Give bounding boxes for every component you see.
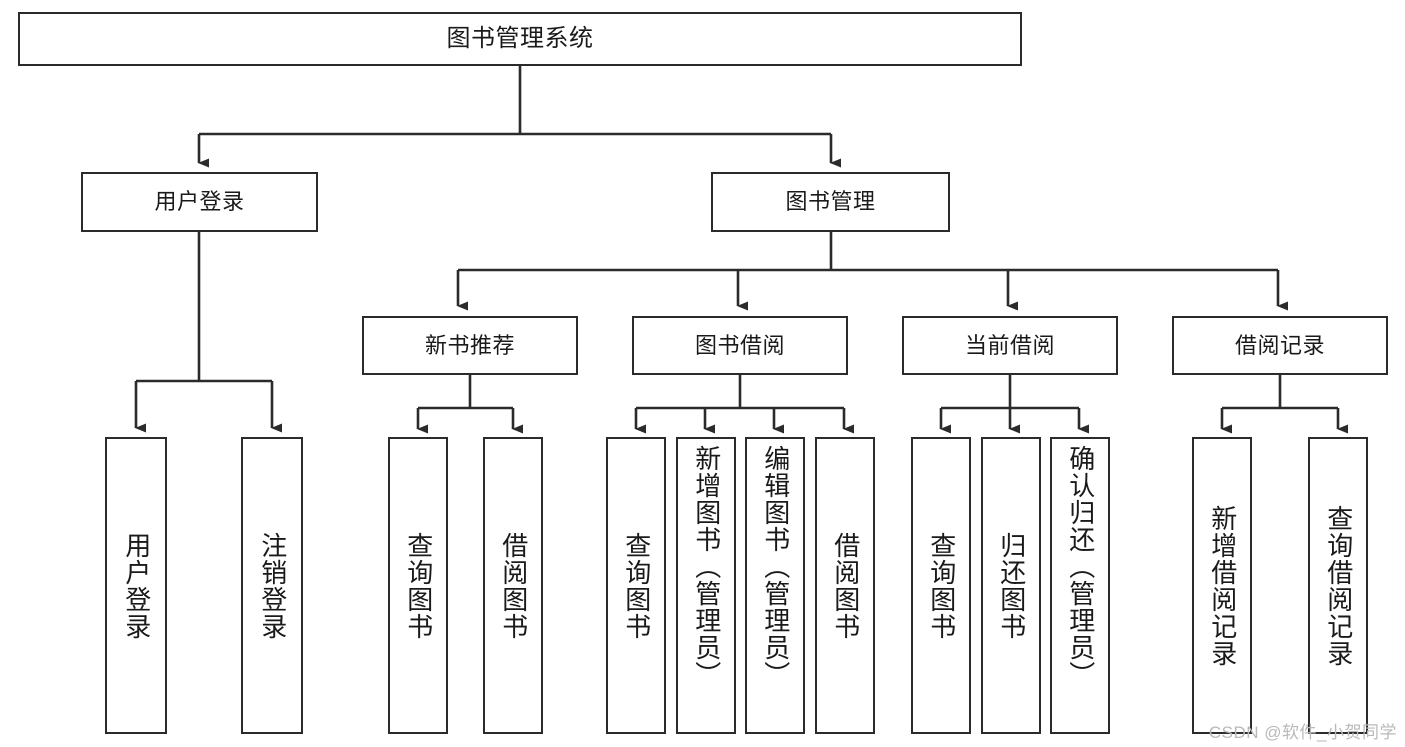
leaf-query-book-current[interactable]: 查询图书 bbox=[911, 437, 971, 734]
leaf-add-book-admin[interactable]: 新增图书（管理员） bbox=[676, 437, 736, 734]
node-label: 查询借阅记录 bbox=[1323, 504, 1354, 667]
node-label: 查询图书 bbox=[926, 531, 957, 640]
leaf-user-login[interactable]: 用户登录 bbox=[105, 437, 167, 734]
node-label: 注销登录 bbox=[257, 531, 288, 640]
node-label: 新增图书（管理员） bbox=[691, 445, 722, 688]
node-user-login[interactable]: 用户登录 bbox=[81, 172, 318, 232]
leaf-return-book[interactable]: 归还图书 bbox=[981, 437, 1041, 734]
leaf-query-borrow-record[interactable]: 查询借阅记录 bbox=[1308, 437, 1368, 734]
node-label: 查询图书 bbox=[403, 531, 434, 640]
node-label: 归还图书 bbox=[996, 531, 1027, 640]
leaf-query-book-borrow[interactable]: 查询图书 bbox=[606, 437, 666, 734]
node-label: 借阅图书 bbox=[830, 531, 861, 640]
csdn-watermark: CSDN @软件_小贺同学 bbox=[1208, 723, 1397, 742]
node-label: 图书管理系统 bbox=[446, 24, 594, 52]
node-label: 用户登录 bbox=[154, 189, 245, 215]
node-label: 借阅图书 bbox=[498, 531, 529, 640]
node-root-book-management-system[interactable]: 图书管理系统 bbox=[18, 12, 1022, 66]
node-label: 图书管理 bbox=[785, 189, 876, 215]
node-book-borrow[interactable]: 图书借阅 bbox=[632, 316, 848, 375]
leaf-confirm-return-admin[interactable]: 确认归还（管理员） bbox=[1050, 437, 1110, 734]
node-label: 编辑图书（管理员） bbox=[760, 445, 791, 688]
node-new-book-recommend[interactable]: 新书推荐 bbox=[362, 316, 578, 375]
node-borrow-record[interactable]: 借阅记录 bbox=[1172, 316, 1388, 375]
leaf-logout-login[interactable]: 注销登录 bbox=[241, 437, 303, 734]
leaf-borrow-book[interactable]: 借阅图书 bbox=[815, 437, 875, 734]
node-label: 当前借阅 bbox=[964, 332, 1055, 358]
node-label: 新书推荐 bbox=[424, 332, 515, 358]
leaf-query-book-recommend[interactable]: 查询图书 bbox=[388, 437, 448, 734]
node-label: 新增借阅记录 bbox=[1207, 504, 1238, 667]
node-label: 用户登录 bbox=[121, 531, 152, 640]
node-label: 借阅记录 bbox=[1234, 332, 1325, 358]
node-label: 确认归还（管理员） bbox=[1065, 445, 1096, 688]
leaf-borrow-book-recommend[interactable]: 借阅图书 bbox=[483, 437, 543, 734]
node-current-borrow[interactable]: 当前借阅 bbox=[902, 316, 1118, 375]
leaf-add-borrow-record[interactable]: 新增借阅记录 bbox=[1192, 437, 1252, 734]
leaf-edit-book-admin[interactable]: 编辑图书（管理员） bbox=[745, 437, 805, 734]
node-label: 图书借阅 bbox=[694, 332, 785, 358]
node-label: 查询图书 bbox=[621, 531, 652, 640]
node-book-management[interactable]: 图书管理 bbox=[711, 172, 950, 232]
